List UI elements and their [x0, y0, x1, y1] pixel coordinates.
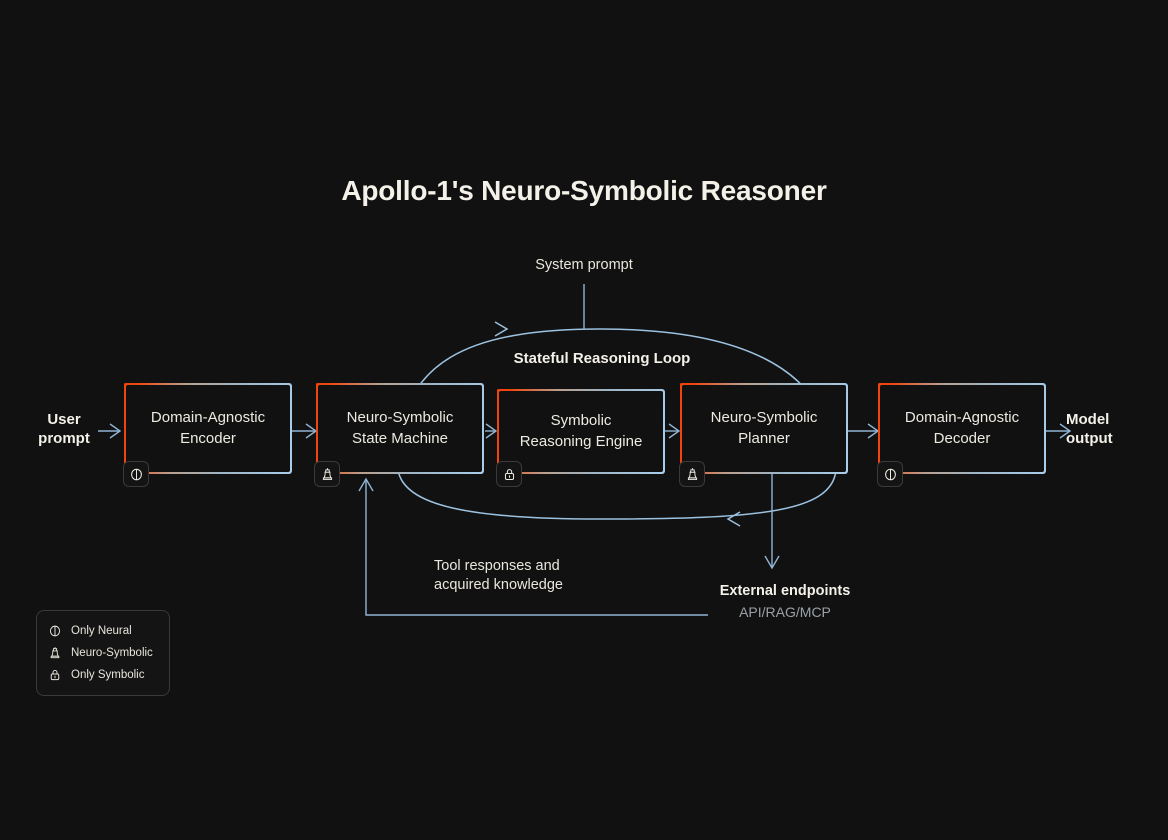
- block-label-line2: Reasoning Engine: [519, 432, 643, 450]
- external-endpoints-title: External endpoints: [719, 583, 851, 599]
- block-label: Neuro-Symbolic Planner: [701, 408, 828, 449]
- stateful-loop-label: Stateful Reasoning Loop: [513, 350, 691, 367]
- block-label-line2: Decoder: [933, 429, 991, 447]
- block-decoder[interactable]: Domain-Agnostic Decoder: [878, 383, 1046, 474]
- block-label: Neuro-Symbolic State Machine: [337, 408, 464, 449]
- tool-responses-line2: acquired knowledge: [434, 576, 563, 593]
- block-label-line1: Symbolic: [550, 412, 612, 430]
- tool-responses-label: Tool responses and acquired knowledge: [434, 557, 694, 595]
- brain-icon-badge-decoder: [877, 461, 903, 487]
- block-state-machine[interactable]: Neuro-Symbolic State Machine: [316, 383, 484, 474]
- arrow-planner-to-decoder: [848, 423, 880, 439]
- chess-piece-icon-badge-planner: [679, 461, 705, 487]
- external-endpoints-label: External endpoints API/RAG/MCP: [660, 581, 910, 622]
- legend-label: Only Neural: [71, 625, 132, 637]
- block-label: Domain-Agnostic Encoder: [141, 408, 275, 449]
- legend-item-neuro-symbolic: Neuro-Symbolic: [47, 642, 159, 664]
- block-encoder[interactable]: Domain-Agnostic Encoder: [124, 383, 292, 474]
- page-title: Apollo-1's Neuro-Symbolic Reasoner: [341, 175, 827, 206]
- block-planner[interactable]: Neuro-Symbolic Planner: [680, 383, 848, 474]
- user-prompt-line2: prompt: [38, 430, 90, 448]
- block-label-line2: Planner: [738, 429, 790, 447]
- chess-piece-icon: [687, 467, 697, 480]
- block-reasoning-engine[interactable]: Symbolic Reasoning Engine: [497, 389, 665, 474]
- legend-item-only-neural: Only Neural: [47, 620, 159, 642]
- brain-icon: [47, 623, 63, 639]
- block-label-line1: Domain-Agnostic: [150, 409, 266, 427]
- user-prompt-line1: User: [47, 411, 81, 428]
- system-prompt-label: System prompt: [535, 257, 633, 273]
- block-label-line2: State Machine: [352, 429, 448, 447]
- model-output-label: Model output: [1066, 410, 1160, 448]
- legend-label: Neuro-Symbolic: [71, 647, 153, 659]
- model-output-line2: output: [1066, 430, 1113, 448]
- tool-responses-line1: Tool responses and: [434, 558, 560, 574]
- block-label-line1: Neuro-Symbolic: [710, 409, 818, 427]
- brain-icon: [130, 468, 142, 480]
- loop-bottom-arc: [397, 469, 837, 527]
- block-label-line1: Domain-Agnostic: [904, 409, 1020, 427]
- brain-icon-badge-encoder: [123, 461, 149, 487]
- external-endpoints-sub: API/RAG/MCP: [739, 604, 831, 621]
- block-label-line1: Neuro-Symbolic: [346, 409, 454, 427]
- legend-item-only-symbolic: Only Symbolic: [47, 664, 159, 686]
- legend: Only Neural Neuro-Symbolic: [36, 610, 170, 696]
- chess-piece-icon: [322, 467, 332, 480]
- block-label: Symbolic Reasoning Engine: [510, 411, 653, 452]
- block-body: Domain-Agnostic Encoder: [126, 385, 290, 472]
- legend-label: Only Symbolic: [71, 669, 145, 681]
- block-body: Symbolic Reasoning Engine: [499, 391, 663, 472]
- chess-piece-icon: [47, 645, 63, 661]
- block-body: Neuro-Symbolic State Machine: [318, 385, 482, 472]
- arrow-encoder-to-state-machine: [292, 423, 318, 439]
- arrow-reasoning-to-planner: [665, 423, 681, 439]
- block-body: Neuro-Symbolic Planner: [682, 385, 846, 472]
- block-body: Domain-Agnostic Decoder: [880, 385, 1044, 472]
- chess-piece-icon-badge-state-machine: [314, 461, 340, 487]
- brain-icon: [884, 468, 896, 480]
- block-label-line2: Encoder: [180, 429, 236, 447]
- lock-icon-badge-reasoning: [496, 461, 522, 487]
- lock-icon: [504, 468, 514, 480]
- block-label: Domain-Agnostic Decoder: [895, 408, 1029, 449]
- arrow-planner-to-external: [764, 474, 780, 570]
- lock-icon: [47, 667, 63, 683]
- model-output-line1: Model: [1066, 411, 1110, 428]
- user-prompt-label: User prompt: [18, 410, 110, 448]
- arrow-state-machine-to-reasoning: [485, 423, 498, 439]
